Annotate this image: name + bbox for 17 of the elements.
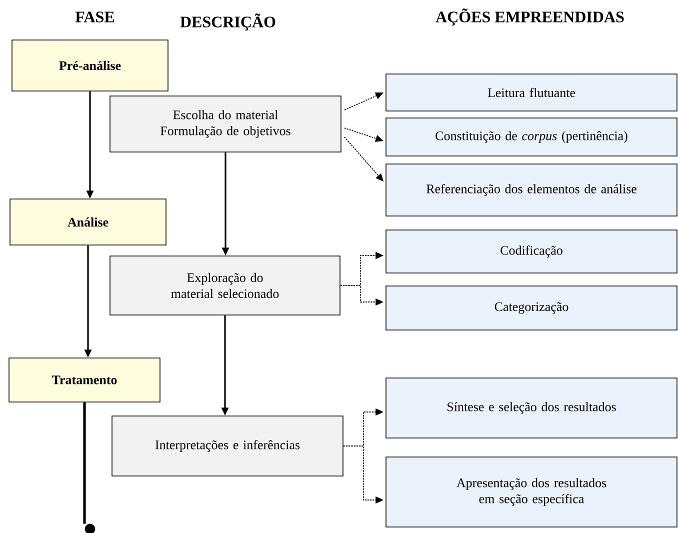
phase-box: Tratamento xyxy=(8,358,160,402)
action-box: Constituição de corpus (pertinência) xyxy=(386,118,678,156)
action-box: Síntese e seleção dos resultados xyxy=(386,378,678,438)
action-box: Apresentação dos resultados em seção específica xyxy=(386,456,678,528)
description-box: Exploração do material selecionado xyxy=(110,256,340,316)
description-box: Escolha do material Formulação de objetivos xyxy=(110,96,342,152)
action-box: Referenciação dos elementos de análise xyxy=(386,164,678,216)
action-box: Categorização xyxy=(386,286,678,330)
column-heading: AÇÕES EMPREENDIDAS xyxy=(436,8,624,26)
column-heading: DESCRIÇÃO xyxy=(180,13,276,31)
phase-box: Pré-análise xyxy=(12,40,168,92)
action-box: Leitura flutuante xyxy=(386,74,678,112)
description-box: Interpretações e inferências xyxy=(112,416,344,476)
action-box: Codificação xyxy=(386,230,678,274)
end-dot xyxy=(84,524,96,533)
phase-box: Análise xyxy=(10,198,166,246)
column-heading: FASE xyxy=(75,12,114,22)
